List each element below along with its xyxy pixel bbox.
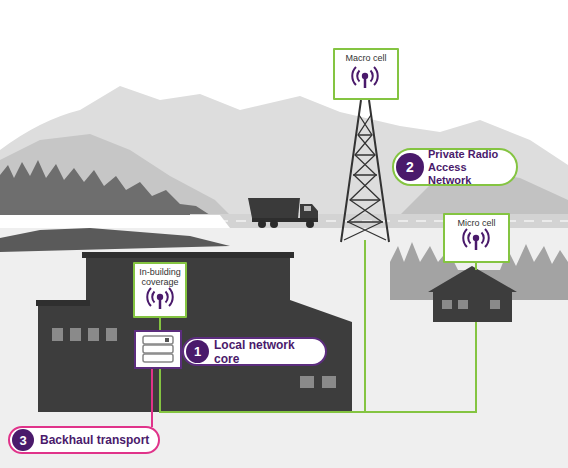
main-building <box>36 252 352 412</box>
building-roof <box>82 252 294 258</box>
macro-cell-box: Macro cell <box>333 48 399 100</box>
house-window <box>442 300 452 309</box>
shore-bushes <box>0 228 230 252</box>
tower-bracing <box>344 115 386 240</box>
callout-number: 3 <box>12 429 34 451</box>
callout-text: Backhaul transport <box>40 433 149 447</box>
truck-wheel <box>258 220 266 228</box>
building-window <box>70 328 81 341</box>
truck-window <box>304 206 311 211</box>
truck-wheel <box>270 220 278 228</box>
tower-rungs <box>347 135 383 222</box>
callout-pill: Local network core 1 <box>182 337 327 366</box>
server-unit <box>143 345 173 353</box>
tower-legs <box>341 100 389 242</box>
near-mountain <box>0 134 230 215</box>
callout-digit: 2 <box>406 159 414 175</box>
house-window <box>490 300 500 309</box>
server-unit <box>143 336 173 344</box>
wire <box>160 322 476 412</box>
callout-text: Private Radio Access Network <box>428 148 510 187</box>
building-roof <box>36 300 90 306</box>
truck-wheel <box>306 220 314 228</box>
network-wires <box>160 240 476 412</box>
building-window <box>106 328 117 341</box>
truck-bed <box>248 198 300 218</box>
backhaul-wire <box>151 368 153 427</box>
callout-text: Local network core <box>214 338 319 366</box>
building-body <box>38 256 352 412</box>
wire <box>364 240 366 412</box>
building-window <box>52 328 63 341</box>
server-led <box>165 338 169 342</box>
callout-pill: Backhaul transport 3 <box>8 426 160 454</box>
house-body <box>428 266 517 322</box>
callout-number: 1 <box>186 340 209 363</box>
road <box>190 214 568 228</box>
tree-line <box>0 160 210 215</box>
server-frame <box>135 331 181 368</box>
antenna-icon <box>463 229 488 250</box>
callout-number: 2 <box>396 153 424 181</box>
server-box <box>135 331 181 368</box>
cell-label: Macro cell <box>335 50 397 63</box>
micro-cell-house <box>428 266 517 322</box>
wire <box>475 263 477 270</box>
house-window <box>458 300 468 309</box>
dump-truck <box>248 198 318 228</box>
server-unit <box>143 354 173 362</box>
building-window <box>88 328 99 341</box>
cell-label: In-building coverage <box>135 264 185 287</box>
truck-cab <box>300 204 318 220</box>
antenna-icon <box>352 67 377 88</box>
micro-cell-box: Micro cell <box>443 213 510 263</box>
building-window <box>322 376 336 388</box>
macro-tower <box>341 100 389 242</box>
callout-digit: 3 <box>19 433 26 448</box>
lake <box>0 215 230 228</box>
antenna-icon <box>147 288 172 309</box>
callout-digit: 1 <box>194 344 201 359</box>
in-building-box: In-building coverage <box>133 262 187 318</box>
building-window <box>300 376 314 388</box>
wire <box>159 318 161 331</box>
cell-label: Micro cell <box>445 215 508 228</box>
callout-pill: Private Radio Access Network 2 <box>392 148 518 186</box>
